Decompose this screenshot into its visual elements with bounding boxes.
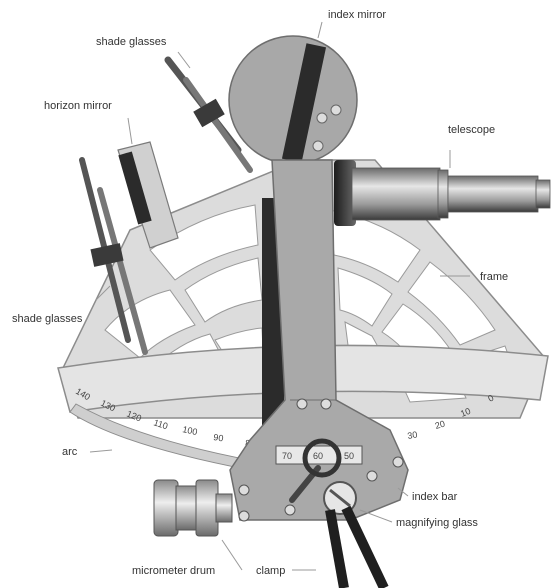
label-shade-glasses-top: shade glasses bbox=[96, 36, 167, 48]
arc-tick-30: 30 bbox=[407, 429, 419, 441]
shade-glasses-left bbox=[79, 157, 148, 355]
labels: index mirror shade glasses horizon mirro… bbox=[12, 9, 508, 577]
label-index-bar: index bar bbox=[412, 491, 458, 503]
index-mirror bbox=[228, 35, 358, 165]
label-horizon-mirror: horizon mirror bbox=[44, 100, 112, 112]
vernier-tick-70: 70 bbox=[282, 451, 292, 461]
label-clamp: clamp bbox=[256, 565, 285, 577]
label-index-mirror: index mirror bbox=[328, 9, 386, 21]
arc-tick-100: 100 bbox=[182, 424, 199, 437]
vernier-tick-60: 60 bbox=[313, 451, 323, 461]
label-frame: frame bbox=[480, 271, 508, 283]
shade-glasses-top bbox=[164, 56, 253, 173]
clamp bbox=[323, 481, 389, 588]
arc-tick-90: 90 bbox=[213, 432, 224, 443]
label-arc: arc bbox=[62, 446, 78, 458]
label-micrometer-drum: micrometer drum bbox=[132, 565, 215, 577]
vernier-tick-50: 50 bbox=[344, 451, 354, 461]
label-magnifying-glass: magnifying glass bbox=[396, 517, 478, 529]
arc-tick-10: 10 bbox=[459, 406, 472, 419]
label-shade-glasses-left: shade glasses bbox=[12, 313, 83, 325]
arc-tick-20: 20 bbox=[434, 419, 446, 431]
horizon-mirror bbox=[117, 141, 179, 249]
arc-tick-0: 0 bbox=[486, 393, 495, 404]
leader-lines bbox=[89, 21, 470, 571]
telescope bbox=[334, 160, 551, 226]
label-telescope: telescope bbox=[448, 124, 495, 136]
magnifying-glass bbox=[289, 438, 342, 503]
micrometer-drum bbox=[153, 479, 233, 537]
arc-tick-110: 110 bbox=[152, 417, 169, 431]
